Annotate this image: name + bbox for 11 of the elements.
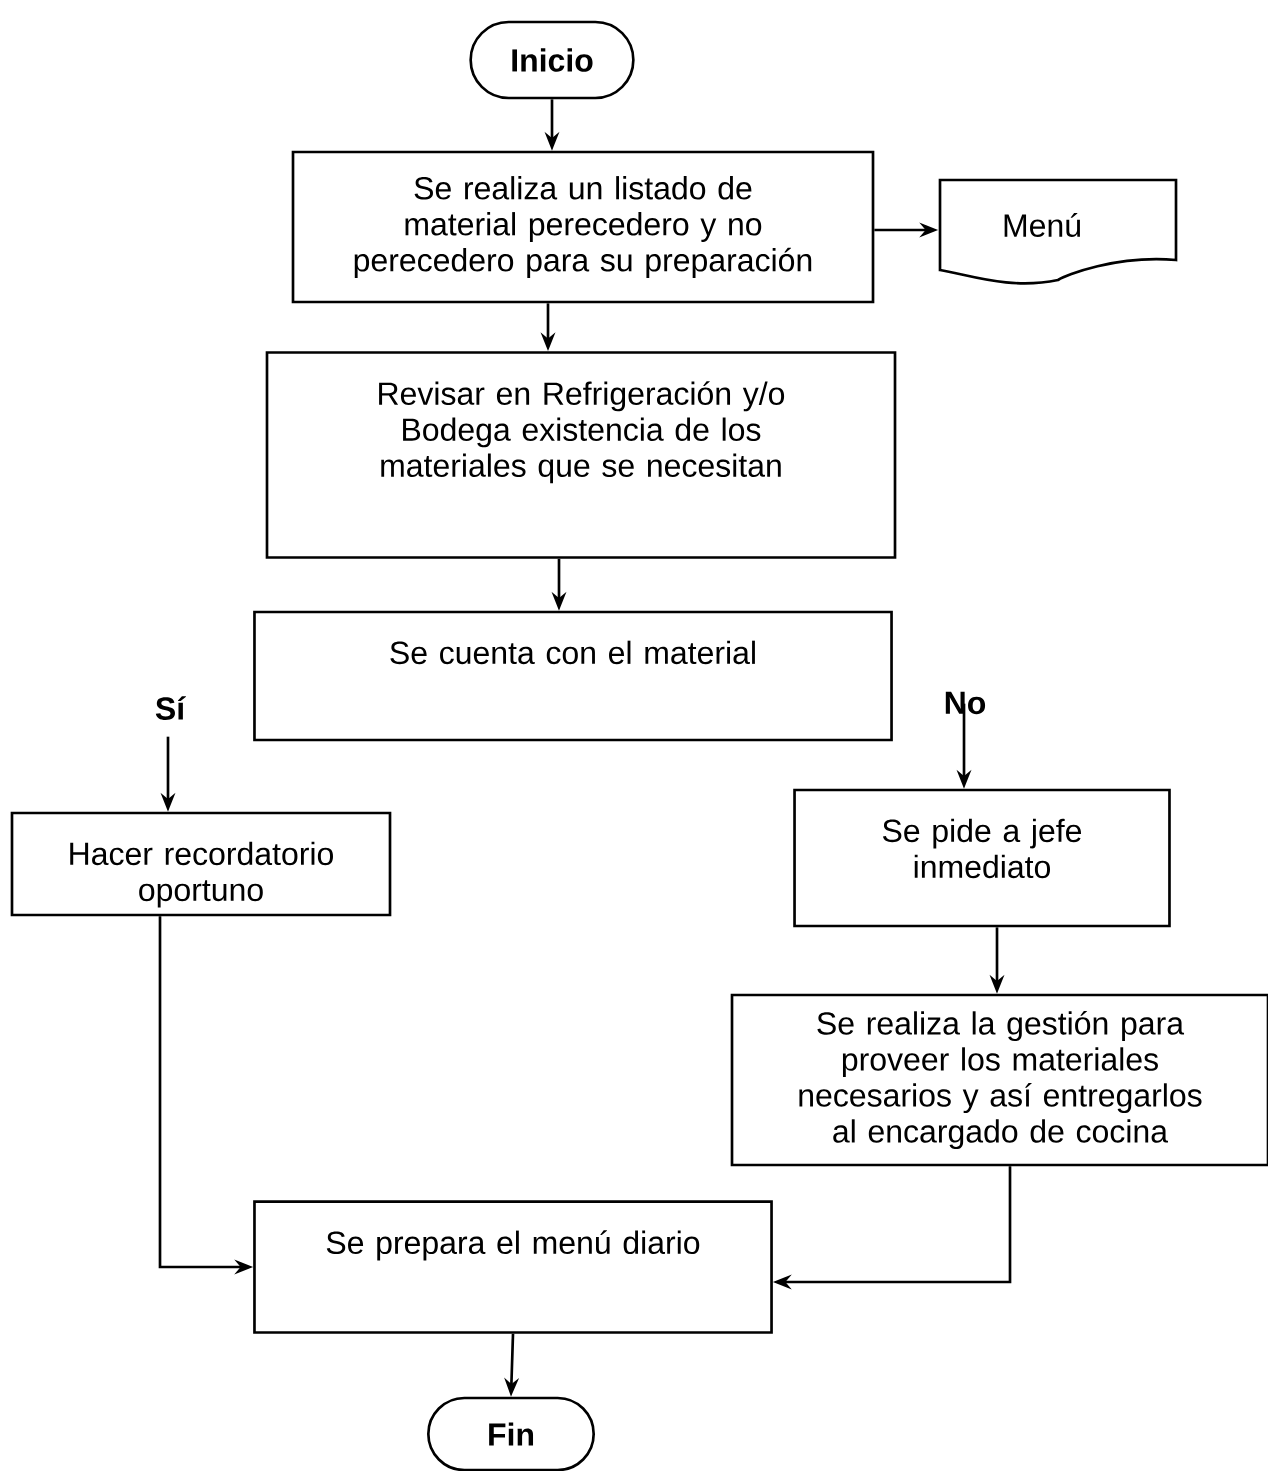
process-box: Se pide a jefe inmediato	[793, 788, 1171, 928]
process-box: Se realiza la gestión para proveer los materiales necesarios y así entregarlos al encargado de cocina	[730, 993, 1268, 1167]
terminal-box: Inicio	[469, 20, 635, 100]
process-box: Revisar en Refrigeración y/o Bodega existencia de los materiales que se necesitan	[265, 351, 897, 559]
edge-label: Sí	[155, 696, 186, 720]
edge-label: No	[945, 691, 986, 715]
process-box: Se prepara el menú diario	[253, 1200, 773, 1334]
process-box: Hacer recordatorio oportuno	[10, 811, 392, 917]
terminal-box: Fin	[427, 1396, 595, 1471]
process-box: Se realiza un listado de material perecedero y no perecedero para su preparación	[291, 150, 875, 304]
process-box: Se cuenta con el material	[253, 610, 893, 742]
